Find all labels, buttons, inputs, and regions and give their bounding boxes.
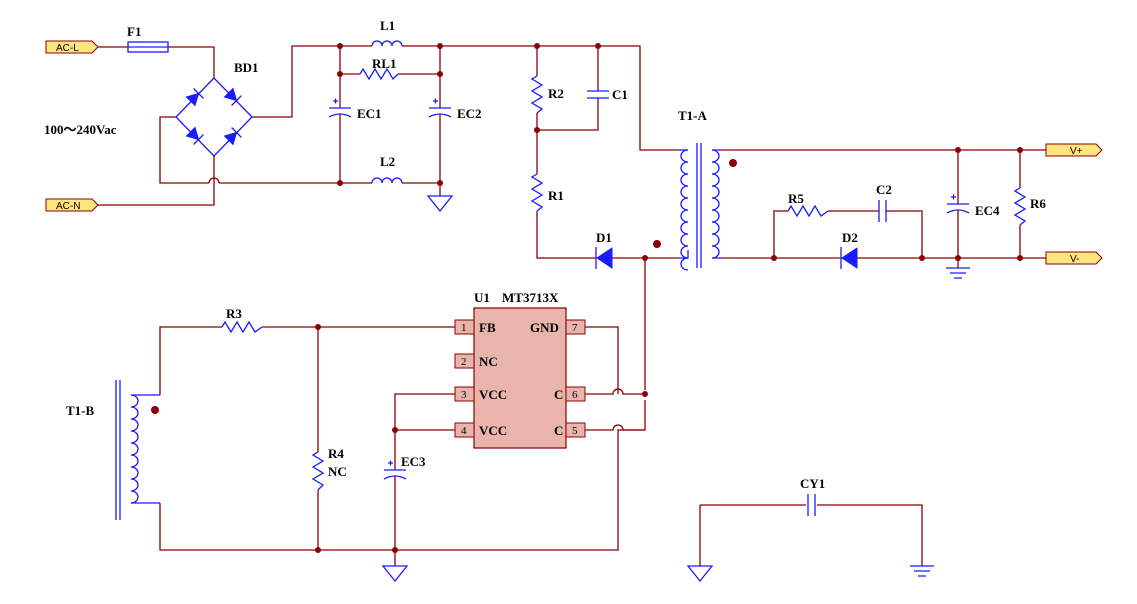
t1a-label: T1-A [678,108,708,123]
ground-symbol-cy1-right [910,565,934,577]
ec1-label: EC1 [357,106,382,121]
inductor-l2 [371,177,403,184]
diode-d1 [595,247,613,269]
cy1-label: CY1 [800,476,825,491]
c1-label: C1 [612,87,628,102]
resistor-rl1 [359,67,399,81]
ic-pin-6-num: 6 [572,389,578,401]
ic-part-label: MT3713X [502,290,559,305]
ic-pin-2-num: 2 [461,356,467,368]
resistor-r6 [1013,187,1027,226]
inductor-l1 [371,40,403,47]
ic-pin-4-num: 4 [461,425,467,437]
port-ac-n: AC-N [45,198,99,212]
ic-pin-vcc3-name: VCC [479,387,507,402]
bd1-label: BD1 [234,60,259,75]
l2-label: L2 [380,154,395,169]
r4-value: NC [328,464,347,479]
port-ac-l: AC-L [45,40,99,54]
r2-label: R2 [548,86,564,101]
capacitor-c2 [878,200,887,222]
ec4-label: EC4 [975,203,1000,218]
resistor-r1 [530,173,544,212]
ic-pin-1-num: 1 [461,322,467,334]
input-voltage-label: 100～240Vac [44,122,117,137]
ec2-label: EC2 [457,106,482,121]
capacitor-cy1 [807,494,816,516]
resistor-r2 [530,75,544,114]
ic-u1: 1 2 3 4 7 6 5 FB NC VCC VCC GND C C [454,307,586,449]
diode-d2 [840,247,858,269]
ic-pin-5-num: 5 [572,425,578,437]
ground-symbol-cy1-left [686,565,714,583]
ic-pin-vcc4-name: VCC [479,423,507,438]
resistor-r5 [787,204,829,218]
transformer-t1b [115,380,160,520]
port-v-plus-label: V+ [1070,146,1083,157]
ic-pin-7-num: 7 [572,322,578,334]
r4-label: R4 [328,446,344,461]
bridge-rectifier-bd1 [175,77,253,157]
port-v-minus-label: V- [1070,254,1079,265]
ic-pin-c5-name: C [554,423,563,438]
ic-pin-c6-name: C [554,387,563,402]
f1-label: F1 [127,24,141,39]
port-v-plus: V+ [1045,143,1103,157]
junction-dots [315,43,1023,553]
ground-symbol-aux [381,565,409,583]
port-ac-n-label: AC-N [56,201,80,212]
rl1-label: RL1 [372,56,397,71]
d2-label: D2 [842,230,858,245]
ic-pin-fb-name: FB [479,320,496,335]
ic-pin-gnd-name: GND [530,320,559,335]
ground-symbol-secondary [946,267,970,279]
resistor-r3 [221,320,263,334]
r3-label: R3 [226,306,242,321]
d1-label: D1 [596,230,612,245]
ic-pin-nc-name: NC [479,354,498,369]
ic-pin-3-num: 3 [461,389,467,401]
port-v-minus: V- [1045,251,1103,265]
ec3-label: EC3 [401,454,426,469]
port-ac-l-label: AC-L [56,43,79,54]
resistor-r4 [311,451,325,491]
transformer-t1a [678,143,722,271]
l1-label: L1 [380,18,395,33]
c2-label: C2 [876,182,892,197]
ground-symbol-primary [426,195,454,213]
fuse-f1 [127,41,169,53]
r1-label: R1 [548,188,564,203]
r6-label: R6 [1030,196,1046,211]
t1b-label: T1-B [66,403,95,418]
r5-label: R5 [788,191,804,206]
capacitor-c1 [587,90,609,99]
ic-ref-label: U1 [474,290,490,305]
